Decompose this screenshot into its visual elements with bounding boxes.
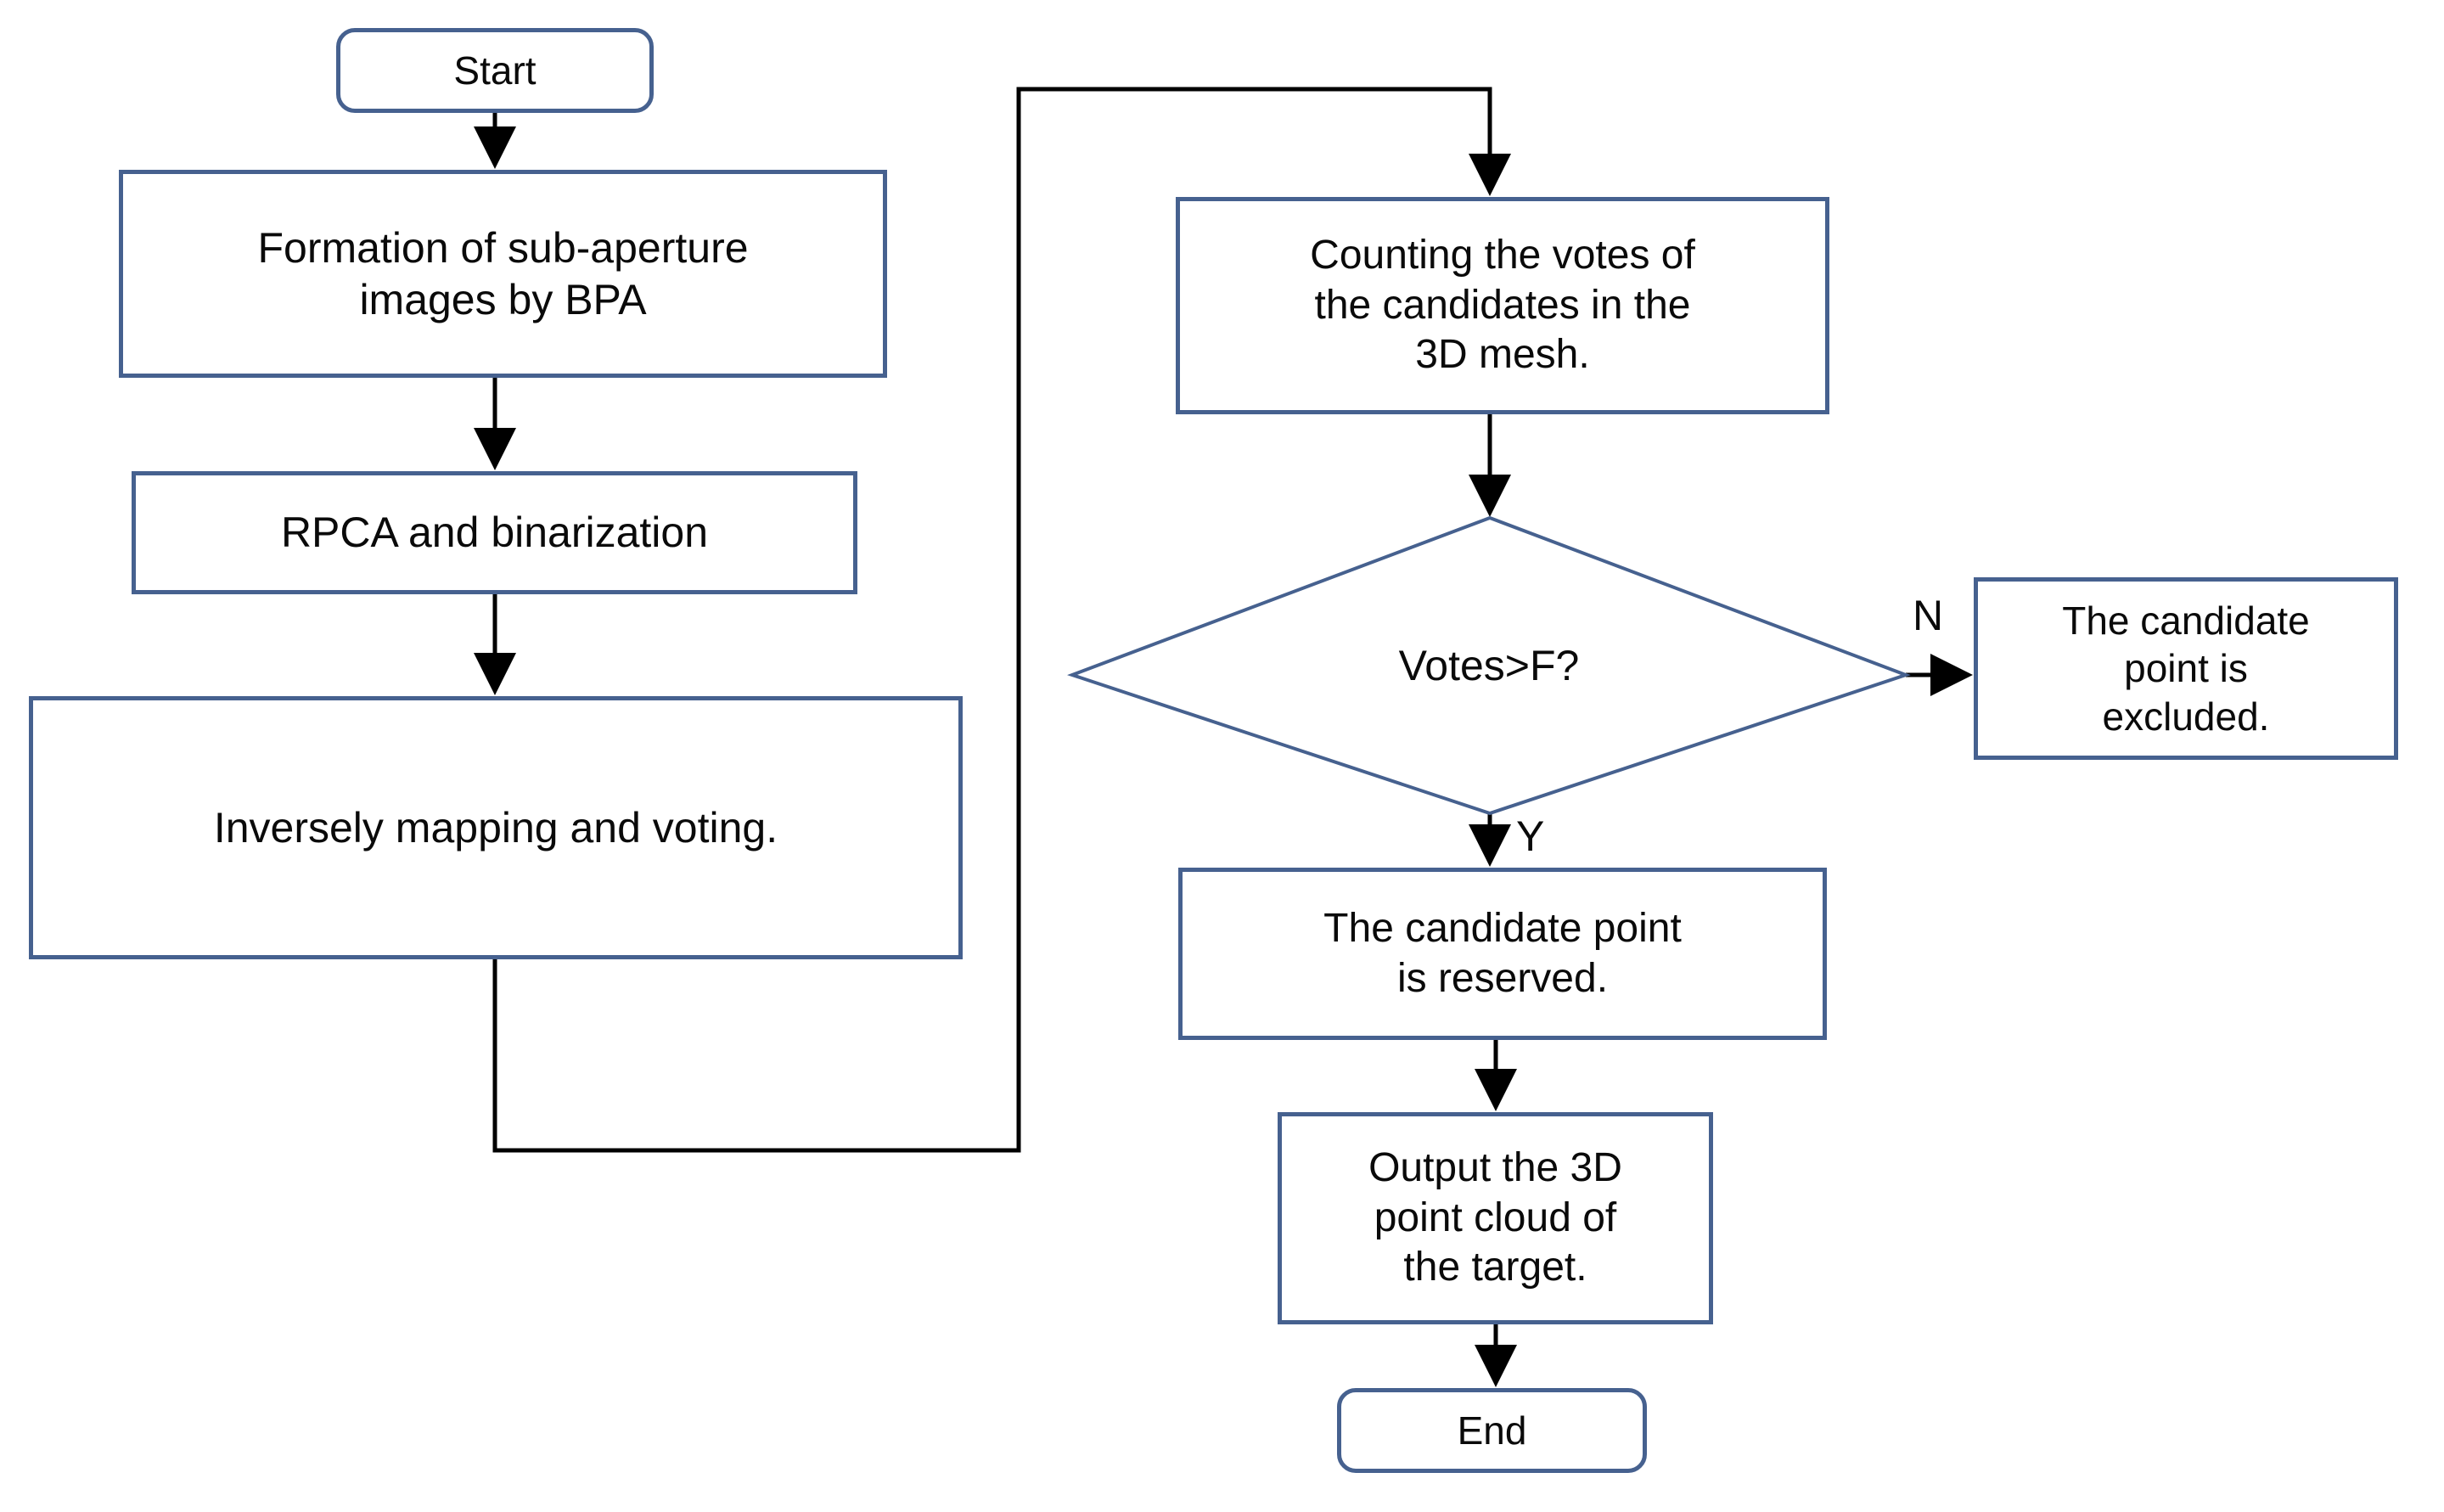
edge-label-yes: Y <box>1516 812 1545 860</box>
node-formation-sub-aperture[interactable]: Formation of sub-aperture images by BPA <box>119 170 887 378</box>
node-end[interactable]: End <box>1337 1388 1647 1473</box>
node-output-point-cloud[interactable]: Output the 3D point cloud of the target. <box>1278 1112 1713 1324</box>
decision-label: Votes>F? <box>1398 642 1580 689</box>
node-inversely-mapping-voting[interactable]: Inversely mapping and voting. <box>29 696 963 959</box>
node-rpca-binarization[interactable]: RPCA and binarization <box>132 471 857 594</box>
node-start[interactable]: Start <box>336 28 654 113</box>
node-candidate-point-reserved[interactable]: The candidate point is reserved. <box>1178 868 1827 1040</box>
node-candidate-point-excluded[interactable]: The candidate point is excluded. <box>1974 577 2398 760</box>
edge-label-no: N <box>1913 592 1944 639</box>
node-counting-votes[interactable]: Counting the votes of the candidates in … <box>1176 197 1829 414</box>
node-decision-votes-threshold[interactable]: Votes>F? <box>1072 518 1906 813</box>
